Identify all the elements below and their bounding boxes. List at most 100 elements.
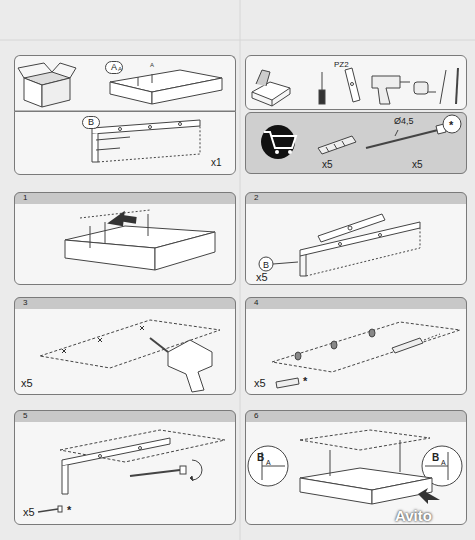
bracket-part [339,243,342,246]
shelf-board-part [148,214,149,236]
shelf-board-part [400,440,401,472]
wall-plug-part [342,141,345,146]
bracket-part [306,228,420,276]
screw-part [130,470,180,476]
shelf-board-part [90,226,91,248]
magnifier-part [425,452,448,480]
step-number: 5 [23,412,27,420]
callout-text: * [67,505,71,516]
cart-icon-part [288,150,292,154]
cart-icon-part [275,150,279,154]
panel-ground-part [14,297,236,395]
pencil-icon-part [440,70,446,104]
shelf-board-part [80,210,150,218]
panel-ground [14,55,467,525]
bracket-part [300,255,306,276]
callout-text: x1 [211,158,222,168]
bracket-part [179,123,182,126]
step-panel: 3x5 [14,297,236,395]
panel-ground-part [245,192,467,285]
bracket [60,430,225,494]
drill-mark-part [140,326,144,330]
panel-ground-part [14,55,236,175]
step-number: 2 [254,194,258,202]
wall-outline [272,322,460,372]
paper-fold-part [0,40,475,41]
carton-icon-part [52,63,76,78]
shelf-board-part [110,82,152,104]
carton-icon-part [42,78,70,107]
step-panel: 2Bx5 [245,192,467,285]
drill-icon-part [150,338,168,352]
callout-text: B [82,116,100,129]
shelf-board-part [105,222,106,244]
shelf-board [110,70,222,104]
wall-plug [392,334,440,353]
drill-mark [62,326,144,353]
bracket-part [300,222,420,256]
screw-icon-part [38,509,58,512]
screw-part [180,466,186,474]
step-header-part [245,297,467,309]
callout-text: x5 [322,160,333,170]
callout-text: * [303,376,307,387]
spirit-level-icon-part [351,83,354,86]
bracket-part [96,148,120,150]
bracket-part [62,438,170,466]
bracket-part [92,120,200,134]
magnifier-part [262,452,285,480]
screwdriver-icon [319,72,325,104]
drilled-hole-part [331,341,337,349]
drill-mark-part [98,338,102,342]
screw [130,460,202,481]
callout-text: B [432,453,439,463]
push-arrow [418,488,440,504]
panel-ground-part [245,112,467,174]
awl-icon [456,68,458,104]
bracket-part [62,465,68,494]
parts-panel: A [14,55,236,111]
drill-icon [372,76,410,104]
step-header-part [14,192,236,204]
callout-text: A [441,459,446,466]
callout-circle-part [273,262,298,264]
screwdriver-icon-part [322,72,323,90]
wall-plug-icon [276,378,299,388]
watermark: Avito [395,508,432,523]
panel-ground-part [245,410,467,525]
bracket [92,120,200,162]
bracket-part [379,234,382,237]
screw [366,124,446,148]
shelf-board-part [65,240,155,270]
shelf-board-part [152,78,222,104]
spirit-level-part [348,226,352,230]
shelf-board [65,210,215,270]
spirit-level-icon [345,68,360,102]
shelf-board [300,430,432,504]
bracket-part [149,126,152,129]
step-number: 1 [23,194,27,202]
drilled-hole [295,329,375,360]
bracket-part [96,137,130,140]
bracket-part [99,455,102,458]
wall-plug [318,136,356,154]
callout-circle [259,257,298,271]
wall-plug-part [334,144,337,149]
tape-measure-icon-part [414,82,428,94]
push-arrow [105,208,139,233]
step-header-part [245,192,467,204]
carton-icon-part [24,78,42,107]
tape-measure-icon [414,82,436,94]
step-header [14,192,467,422]
step-number: 3 [23,299,27,307]
awl-icon-part [456,68,458,104]
step-panel: 6BABA [245,410,467,525]
callout-text: PZ2 [334,61,349,69]
bracket [300,222,420,276]
paper-fold-part [240,0,241,540]
drill-icon-part [400,82,410,83]
step-header-part [245,410,467,422]
cart-icon-part [264,132,296,148]
